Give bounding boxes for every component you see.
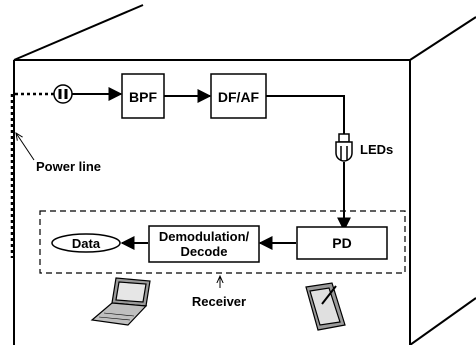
bpf-block: BPF xyxy=(121,73,165,119)
power-line-label: Power line xyxy=(36,159,101,174)
demodulation-decode-block: Demodulation/ Decode xyxy=(148,225,260,263)
dfaf-label: DF/AF xyxy=(218,89,260,105)
dfaf-block: DF/AF xyxy=(210,73,267,119)
pd-label: PD xyxy=(332,235,351,251)
data-block: Data xyxy=(51,233,121,253)
power-line xyxy=(10,92,54,258)
demodulation-label-line1: Demodulation/ xyxy=(159,229,250,244)
tablet-icon xyxy=(305,282,346,331)
leds-label: LEDs xyxy=(360,142,393,157)
bpf-label: BPF xyxy=(129,89,157,105)
power-plug-icon xyxy=(53,84,73,104)
power-line-pointer xyxy=(16,133,35,161)
laptop-icon xyxy=(90,277,151,326)
receiver-label: Receiver xyxy=(192,294,246,309)
pd-block: PD xyxy=(296,226,388,260)
receiver-region xyxy=(39,210,406,274)
room-outline xyxy=(13,4,476,345)
demodulation-label-line2: Decode xyxy=(181,244,228,259)
data-label: Data xyxy=(72,236,101,251)
signal-wires xyxy=(72,87,351,250)
led-icon xyxy=(335,133,353,162)
